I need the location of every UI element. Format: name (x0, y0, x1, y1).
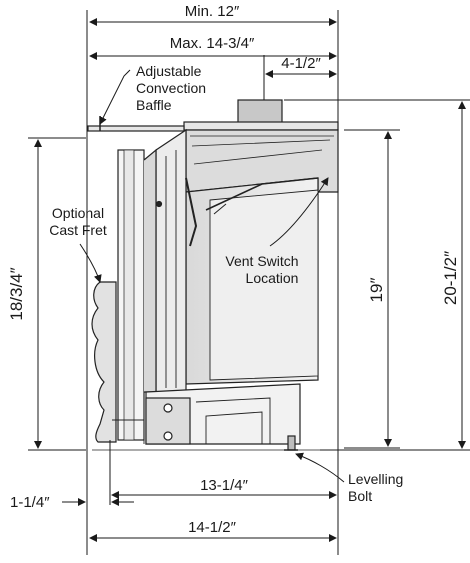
levelling-label-line1: Levelling (348, 471, 403, 487)
fret-label-line1: Optional (52, 205, 104, 221)
flue-collar (237, 99, 283, 125)
vent-switch-leader (269, 177, 329, 247)
fireplace-insert-drawing (87, 99, 339, 451)
fret-offset-label: 1-1/4″ (10, 494, 50, 511)
depth-inner-label: 13-1/4″ (200, 477, 249, 494)
left-height-label: 18/3/4″ (7, 267, 26, 320)
baffle-label-line3: Baffle (136, 97, 172, 113)
fret-label-line2: Cast Fret (49, 222, 107, 238)
labels: Min. 12″ Max. 14-3/4″ 4-1/2″ Adjustable … (7, 3, 460, 536)
levelling-label-line2: Bolt (348, 488, 372, 504)
dimension-lines (28, 10, 470, 555)
max-width-label: Max. 14-3/4″ (170, 35, 255, 52)
baffle-label-line2: Convection (136, 80, 206, 96)
fret-leader (79, 243, 102, 283)
door-frame (155, 128, 187, 393)
mid-height-label: 19″ (367, 278, 386, 303)
depth-total-label: 14-1/2″ (188, 519, 237, 536)
flue-offset-label: 4-1/2″ (281, 55, 321, 72)
vent-switch-label-line1: Vent Switch (225, 253, 298, 269)
top-plate (183, 121, 339, 131)
levelling-bolt (287, 435, 296, 451)
door-latch (185, 177, 198, 247)
vent-switch-label-line2: Location (246, 270, 299, 286)
baffle-label-line1: Adjustable (136, 63, 202, 79)
cast-fret (91, 281, 117, 443)
right-height-label: 20-1/2″ (441, 251, 460, 305)
convection-baffle (87, 125, 185, 132)
min-width-label: Min. 12″ (185, 3, 240, 20)
levelling-leader (295, 452, 345, 483)
baffle-leader (99, 69, 131, 125)
